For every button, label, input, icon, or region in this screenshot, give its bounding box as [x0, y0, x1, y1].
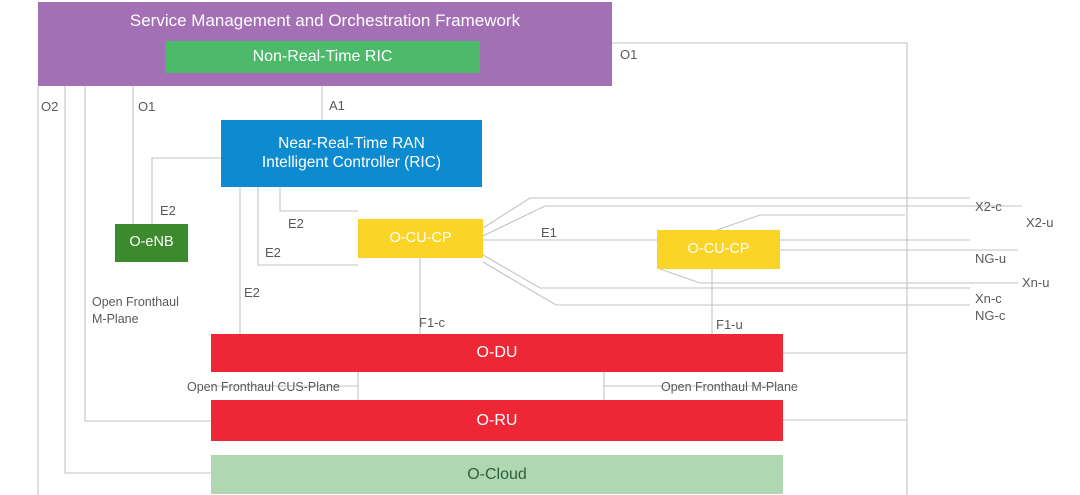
wire-cucp-x2c	[482, 197, 970, 229]
ofh-m-plane-left-line1: Open Fronthaul	[92, 295, 179, 309]
interface-label-e2-oenb: E2	[160, 203, 176, 218]
o-ru-label: O-RU	[476, 411, 518, 429]
interface-label-x2-u: X2-u	[1026, 215, 1054, 230]
o-cu-cp-left-label: O-CU-CP	[389, 229, 452, 246]
interface-label-x2-c: X2-c	[975, 199, 1002, 214]
open-fronthaul-m-plane-left-annotation: Open Fronthaul M-Plane	[92, 294, 179, 328]
o-cu-cp-left-block[interactable]: O-CU-CP	[358, 219, 483, 258]
interface-label-e1: E1	[541, 225, 557, 240]
o-cloud-label: O-Cloud	[467, 465, 527, 483]
interface-label-o2: O2	[41, 99, 59, 114]
interface-label-ng-u: NG-u	[975, 251, 1007, 266]
interface-label-o1-left: O1	[138, 99, 156, 114]
smo-label: Service Management and Orchestration Fra…	[129, 11, 521, 30]
interface-label-e2-cucp: E2	[288, 216, 304, 231]
near-rt-ric-label-line2: Intelligent Controller (RIC)	[261, 153, 442, 171]
wire-cucp2-bottom	[659, 268, 1018, 284]
interface-label-o1-right: O1	[620, 47, 638, 62]
o-enb-block[interactable]: O-eNB	[115, 224, 188, 262]
interface-label-e2-cucp2: E2	[265, 245, 281, 260]
o-cu-cp-right-label: O-CU-CP	[687, 240, 750, 257]
o-cu-cp-right-block[interactable]: O-CU-CP	[657, 230, 780, 269]
ofh-m-plane-left-line2: M-Plane	[92, 311, 139, 326]
o-du-block[interactable]: O-DU	[211, 334, 783, 372]
near-rt-ric-block[interactable]: Near-Real-Time RAN Intelligent Controlle…	[221, 120, 482, 187]
open-fronthaul-cus-plane-annotation: Open Fronthaul CUS-Plane	[187, 380, 340, 394]
interface-label-f1-u: F1-u	[716, 317, 743, 332]
interface-label-xn-u: Xn-u	[1022, 275, 1050, 290]
o-ru-block[interactable]: O-RU	[211, 400, 783, 441]
wire-o2	[64, 86, 211, 474]
open-fronthaul-m-plane-annotation: Open Fronthaul M-Plane	[661, 380, 798, 394]
o-cloud-block[interactable]: O-Cloud	[211, 455, 783, 494]
interface-label-a1: A1	[329, 98, 345, 113]
wire-cucp2-top	[716, 214, 905, 231]
interface-label-f1-c: F1-c	[419, 315, 445, 330]
o-enb-label: O-eNB	[129, 234, 174, 251]
interface-label-e2-odu: E2	[244, 285, 260, 300]
non-rt-ric-block[interactable]: Non-Real-Time RIC	[165, 41, 480, 73]
near-rt-ric-label-line1: Near-Real-Time RAN	[278, 134, 425, 152]
interface-label-ng-c: NG-c	[975, 308, 1006, 323]
interface-label-xn-c: Xn-c	[975, 291, 1002, 306]
non-rt-ric-label: Non-Real-Time RIC	[252, 48, 393, 66]
o-du-label: O-DU	[476, 344, 518, 362]
wire-e2-cucp-a	[279, 187, 358, 212]
